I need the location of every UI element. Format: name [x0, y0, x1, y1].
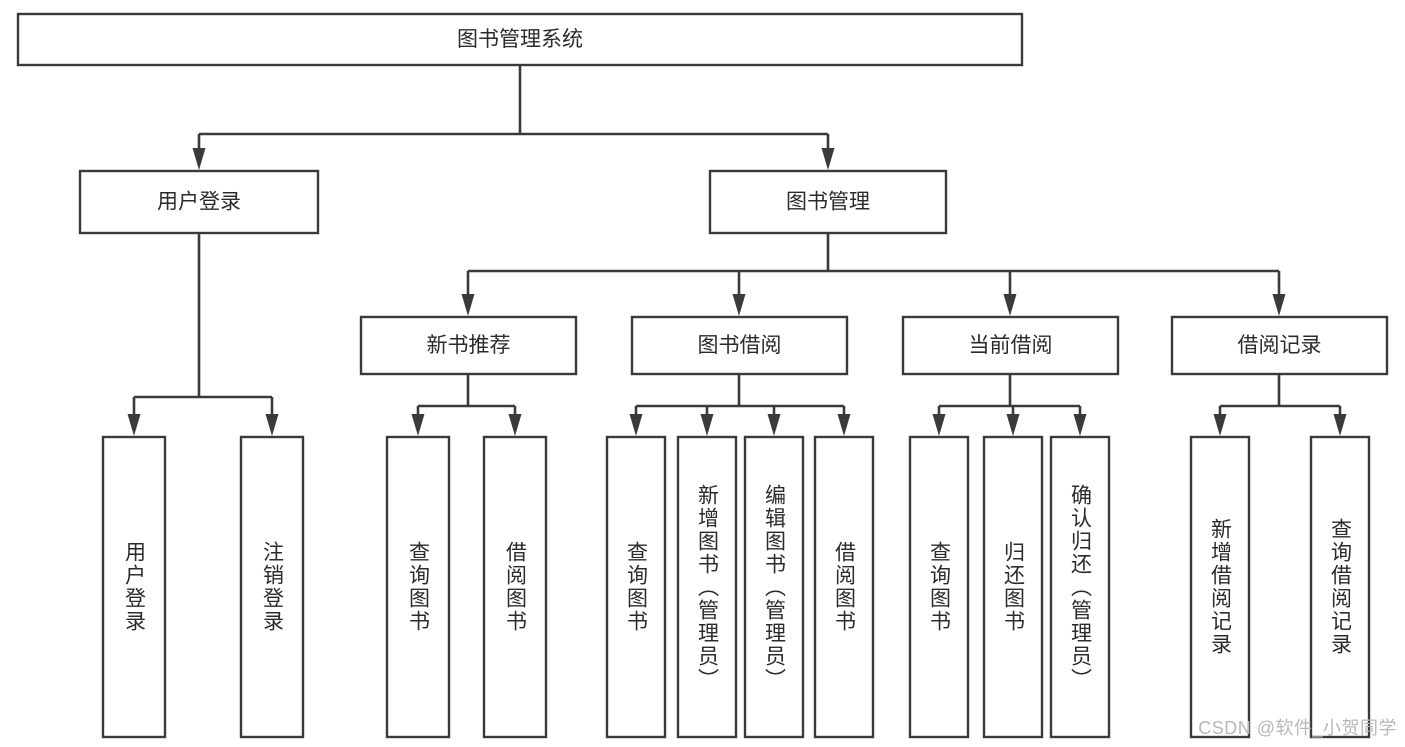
connector-arrowhead [821, 148, 835, 170]
node-root[interactable]: 图书管理系统 [16, 12, 1024, 67]
node-label: 图书管理 [786, 191, 870, 214]
node-box[interactable] [605, 435, 667, 739]
connector-arrowhead [461, 294, 475, 316]
connector-arrowhead [127, 414, 141, 436]
node-box[interactable] [482, 435, 548, 739]
leaf-leaf-add-book-admin[interactable] [676, 435, 738, 739]
node-label: 用户登录 [157, 191, 241, 214]
connector-arrowhead [837, 414, 851, 436]
conn-root-to-level2 [192, 65, 835, 170]
node-borrow-record[interactable]: 借阅记录 [1170, 315, 1389, 376]
node-current-borrow[interactable]: 当前借阅 [901, 315, 1120, 376]
node-box[interactable] [743, 435, 805, 739]
conn-currentborrow-to-leaves [932, 374, 1087, 436]
node-box[interactable] [101, 435, 167, 739]
node-box[interactable] [813, 435, 875, 739]
node-box[interactable] [78, 169, 320, 235]
node-new-book-rec[interactable]: 新书推荐 [359, 315, 578, 376]
connector-arrowhead [1073, 414, 1087, 436]
connector-arrowhead [767, 414, 781, 436]
connector-arrowhead [508, 414, 522, 436]
node-user-login[interactable]: 用户登录 [78, 169, 320, 235]
node-box[interactable] [1170, 315, 1389, 376]
connector-arrowhead [1006, 414, 1020, 436]
node-label: 新书推荐 [427, 334, 511, 357]
connector-arrowhead [192, 148, 206, 170]
conn-userlogin-to-leaves [127, 233, 279, 436]
leaf-leaf-add-borrow-record[interactable] [1189, 435, 1251, 739]
node-label: 图书借阅 [698, 334, 782, 357]
connector-arrowhead [1003, 294, 1017, 316]
leaf-leaf-logout[interactable] [239, 435, 305, 739]
connector-arrowhead [411, 414, 425, 436]
connector-arrowhead [1213, 414, 1227, 436]
leaf-leaf-confirm-return-admin[interactable] [1049, 435, 1111, 739]
node-box[interactable] [982, 435, 1044, 739]
node-book-borrow[interactable]: 图书借阅 [630, 315, 849, 376]
leaf-leaf-return-book[interactable] [982, 435, 1044, 739]
connector-arrowhead [1272, 294, 1286, 316]
connector-arrowhead [732, 294, 746, 316]
node-label: 借阅记录 [1238, 334, 1322, 357]
leaf-leaf-query-borrow-record[interactable] [1309, 435, 1371, 739]
node-box[interactable] [239, 435, 305, 739]
leaf-leaf-borrow-book-rec[interactable] [482, 435, 548, 739]
node-box[interactable] [385, 435, 451, 739]
node-box[interactable] [16, 12, 1024, 67]
node-box[interactable] [708, 169, 948, 235]
leaf-leaf-query-book-borrow[interactable] [605, 435, 667, 739]
leaf-leaf-edit-book-admin[interactable] [743, 435, 805, 739]
node-box[interactable] [908, 435, 970, 739]
leaf-leaf-borrow-book[interactable] [813, 435, 875, 739]
conn-borrowrecord-to-leaves [1213, 374, 1347, 436]
leaf-leaf-query-book-current[interactable] [908, 435, 970, 739]
node-box[interactable] [1309, 435, 1371, 739]
node-label: 当前借阅 [969, 334, 1053, 357]
leaf-leaf-query-book-rec[interactable] [385, 435, 451, 739]
node-box[interactable] [1049, 435, 1111, 739]
node-box[interactable] [630, 315, 849, 376]
node-box[interactable] [901, 315, 1120, 376]
connector-arrowhead [265, 414, 279, 436]
node-label: 图书管理系统 [457, 28, 583, 51]
node-box[interactable] [676, 435, 738, 739]
conn-bookmanage-to-level3 [461, 233, 1286, 316]
node-box[interactable] [359, 315, 578, 376]
node-book-manage[interactable]: 图书管理 [708, 169, 948, 235]
conn-newbookrec-to-leaves [411, 374, 522, 436]
conn-bookborrow-to-leaves [629, 374, 851, 436]
leaf-leaf-user-login[interactable] [101, 435, 167, 739]
connector-arrowhead [932, 414, 946, 436]
watermark-text: CSDN @软件_小贺同学 [1198, 718, 1397, 738]
node-box[interactable] [1189, 435, 1251, 739]
connector-arrowhead [700, 414, 714, 436]
connector-arrowhead [1333, 414, 1347, 436]
connector-arrowhead [629, 414, 643, 436]
